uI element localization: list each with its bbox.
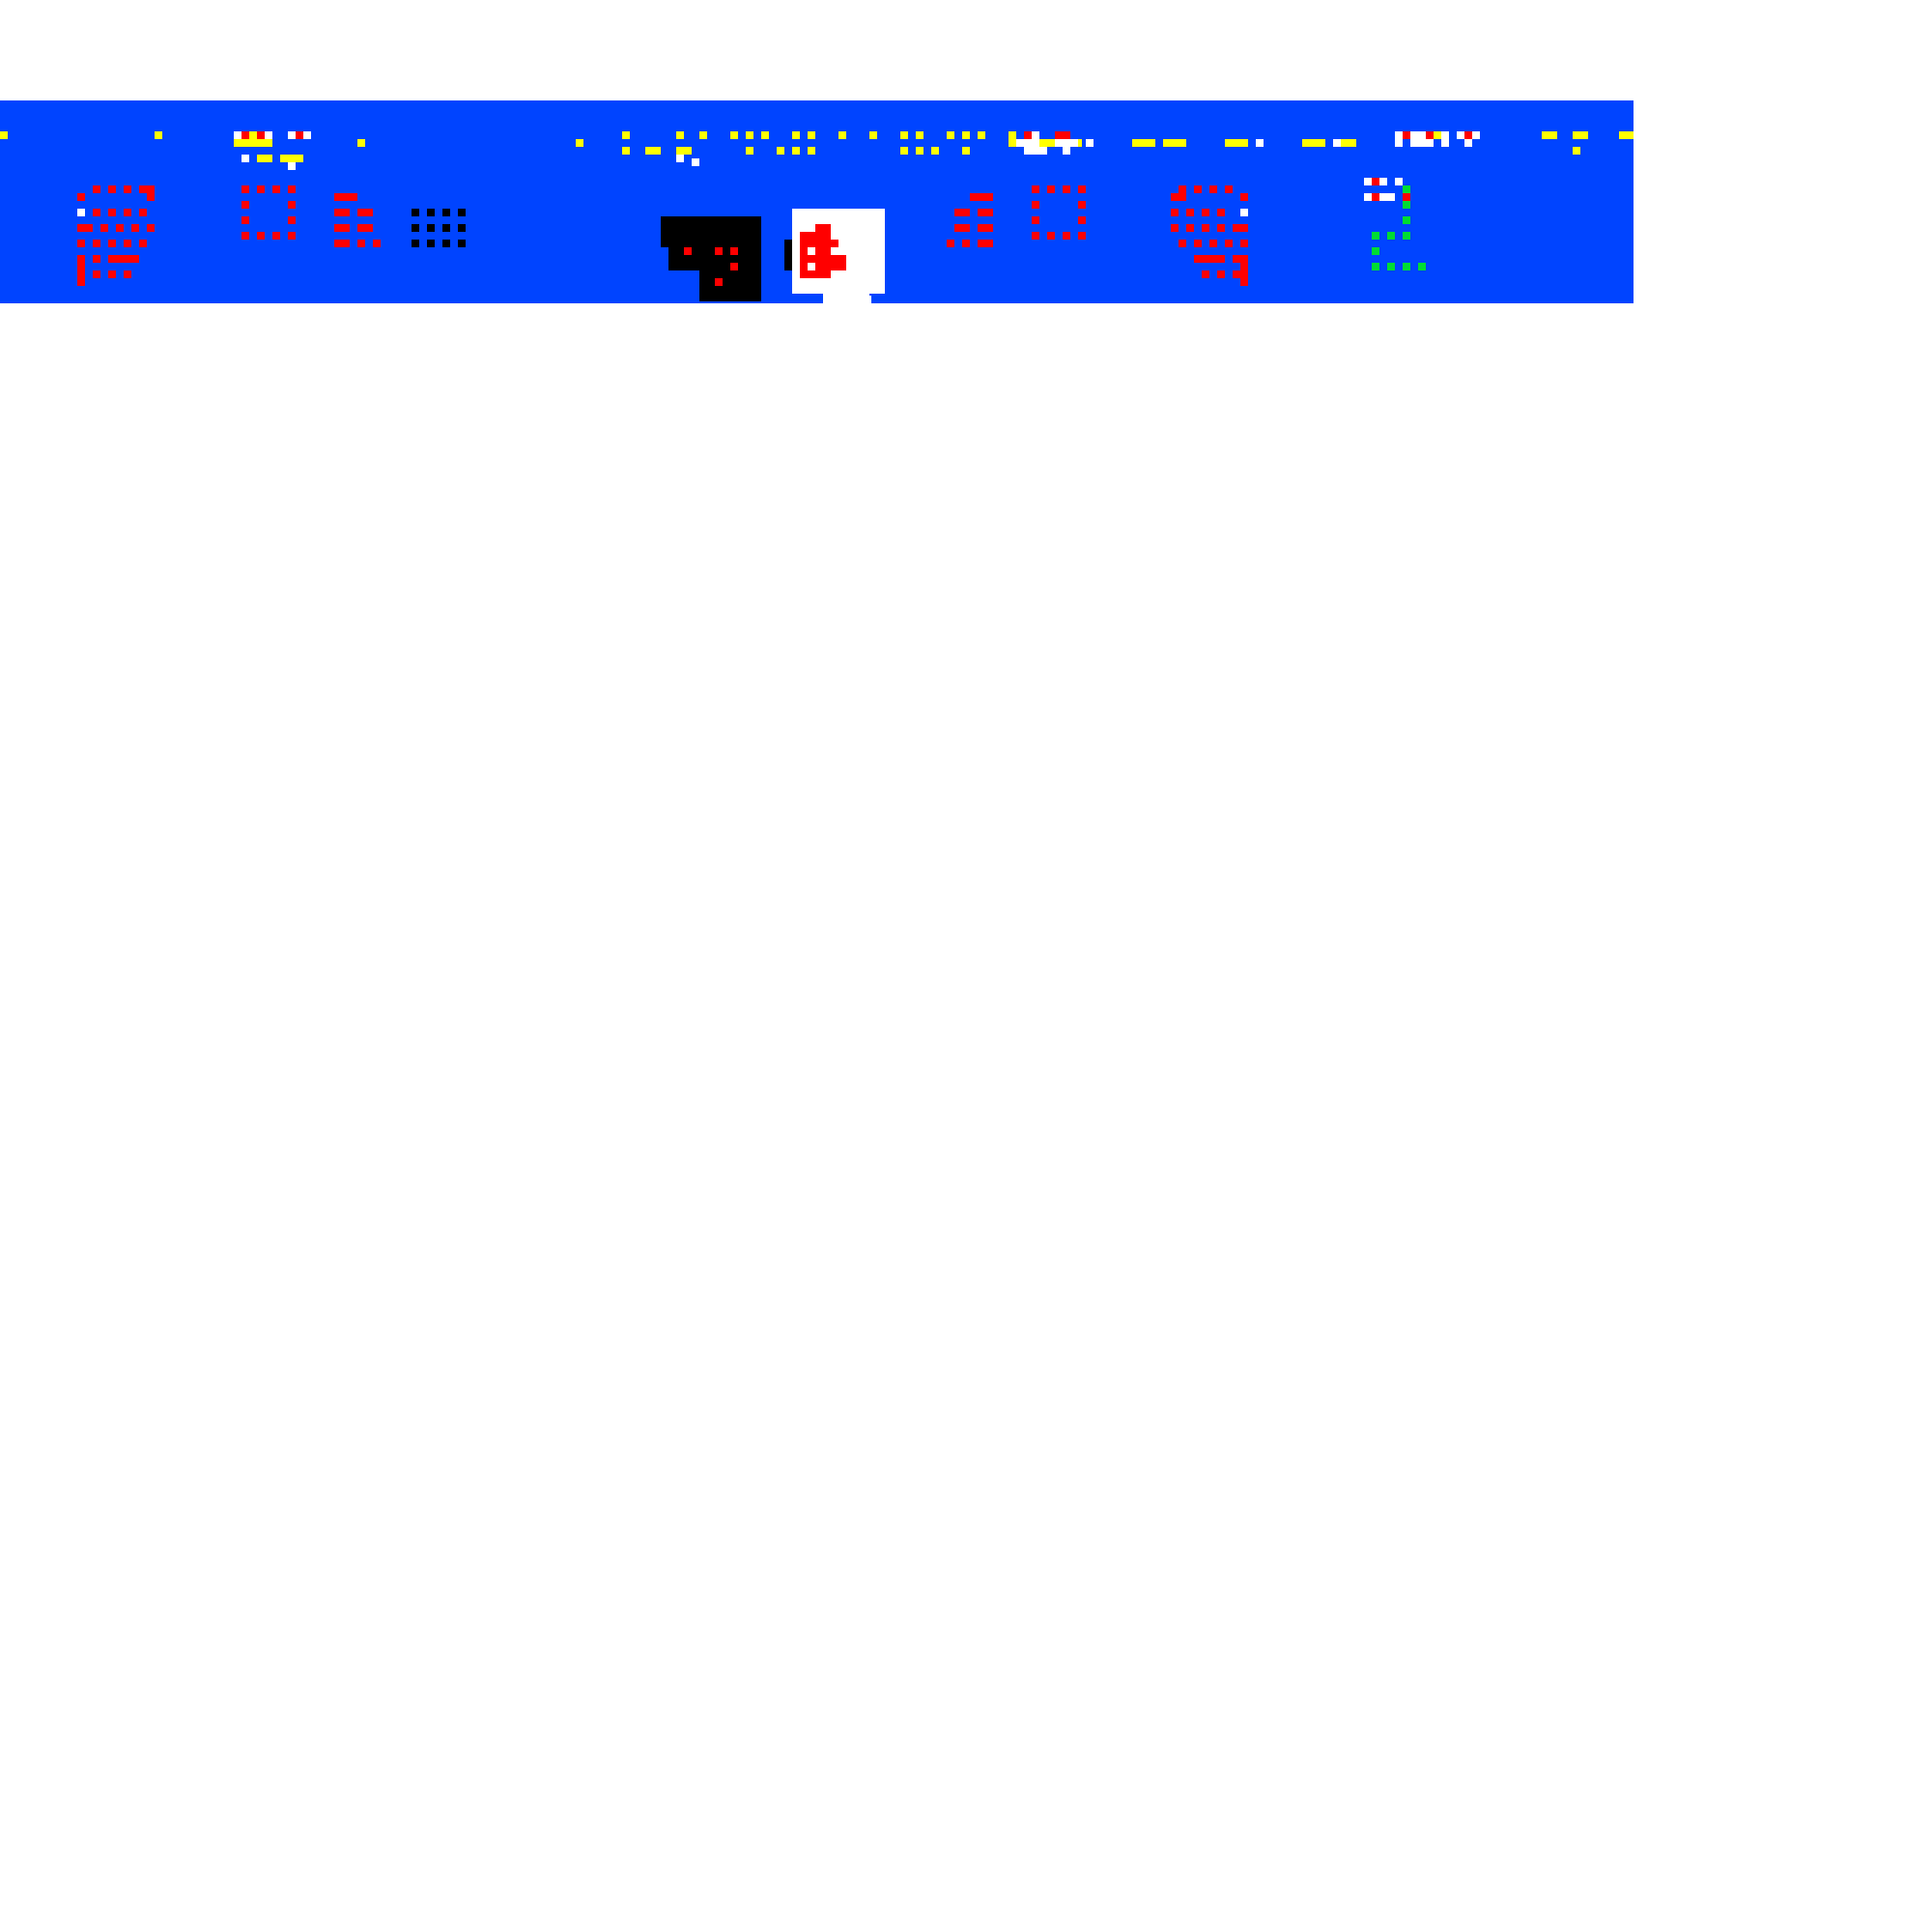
white-panel-icon xyxy=(784,209,885,303)
glyph-5 xyxy=(947,193,993,247)
glyph-1-highlight xyxy=(77,209,85,216)
glyph-7 xyxy=(1171,185,1248,286)
glyph-6 xyxy=(1032,185,1086,240)
glyph-1 xyxy=(77,185,155,286)
dark-block-icon xyxy=(661,216,761,301)
top-banner xyxy=(0,100,1634,303)
status-strip xyxy=(0,131,1634,170)
glyph-7-highlight xyxy=(1240,209,1248,216)
glyph-4 xyxy=(412,209,466,247)
glyph-8 xyxy=(1364,178,1426,270)
glyph-2 xyxy=(242,185,296,240)
banner-notch xyxy=(831,296,871,303)
glyph-3 xyxy=(334,193,381,247)
